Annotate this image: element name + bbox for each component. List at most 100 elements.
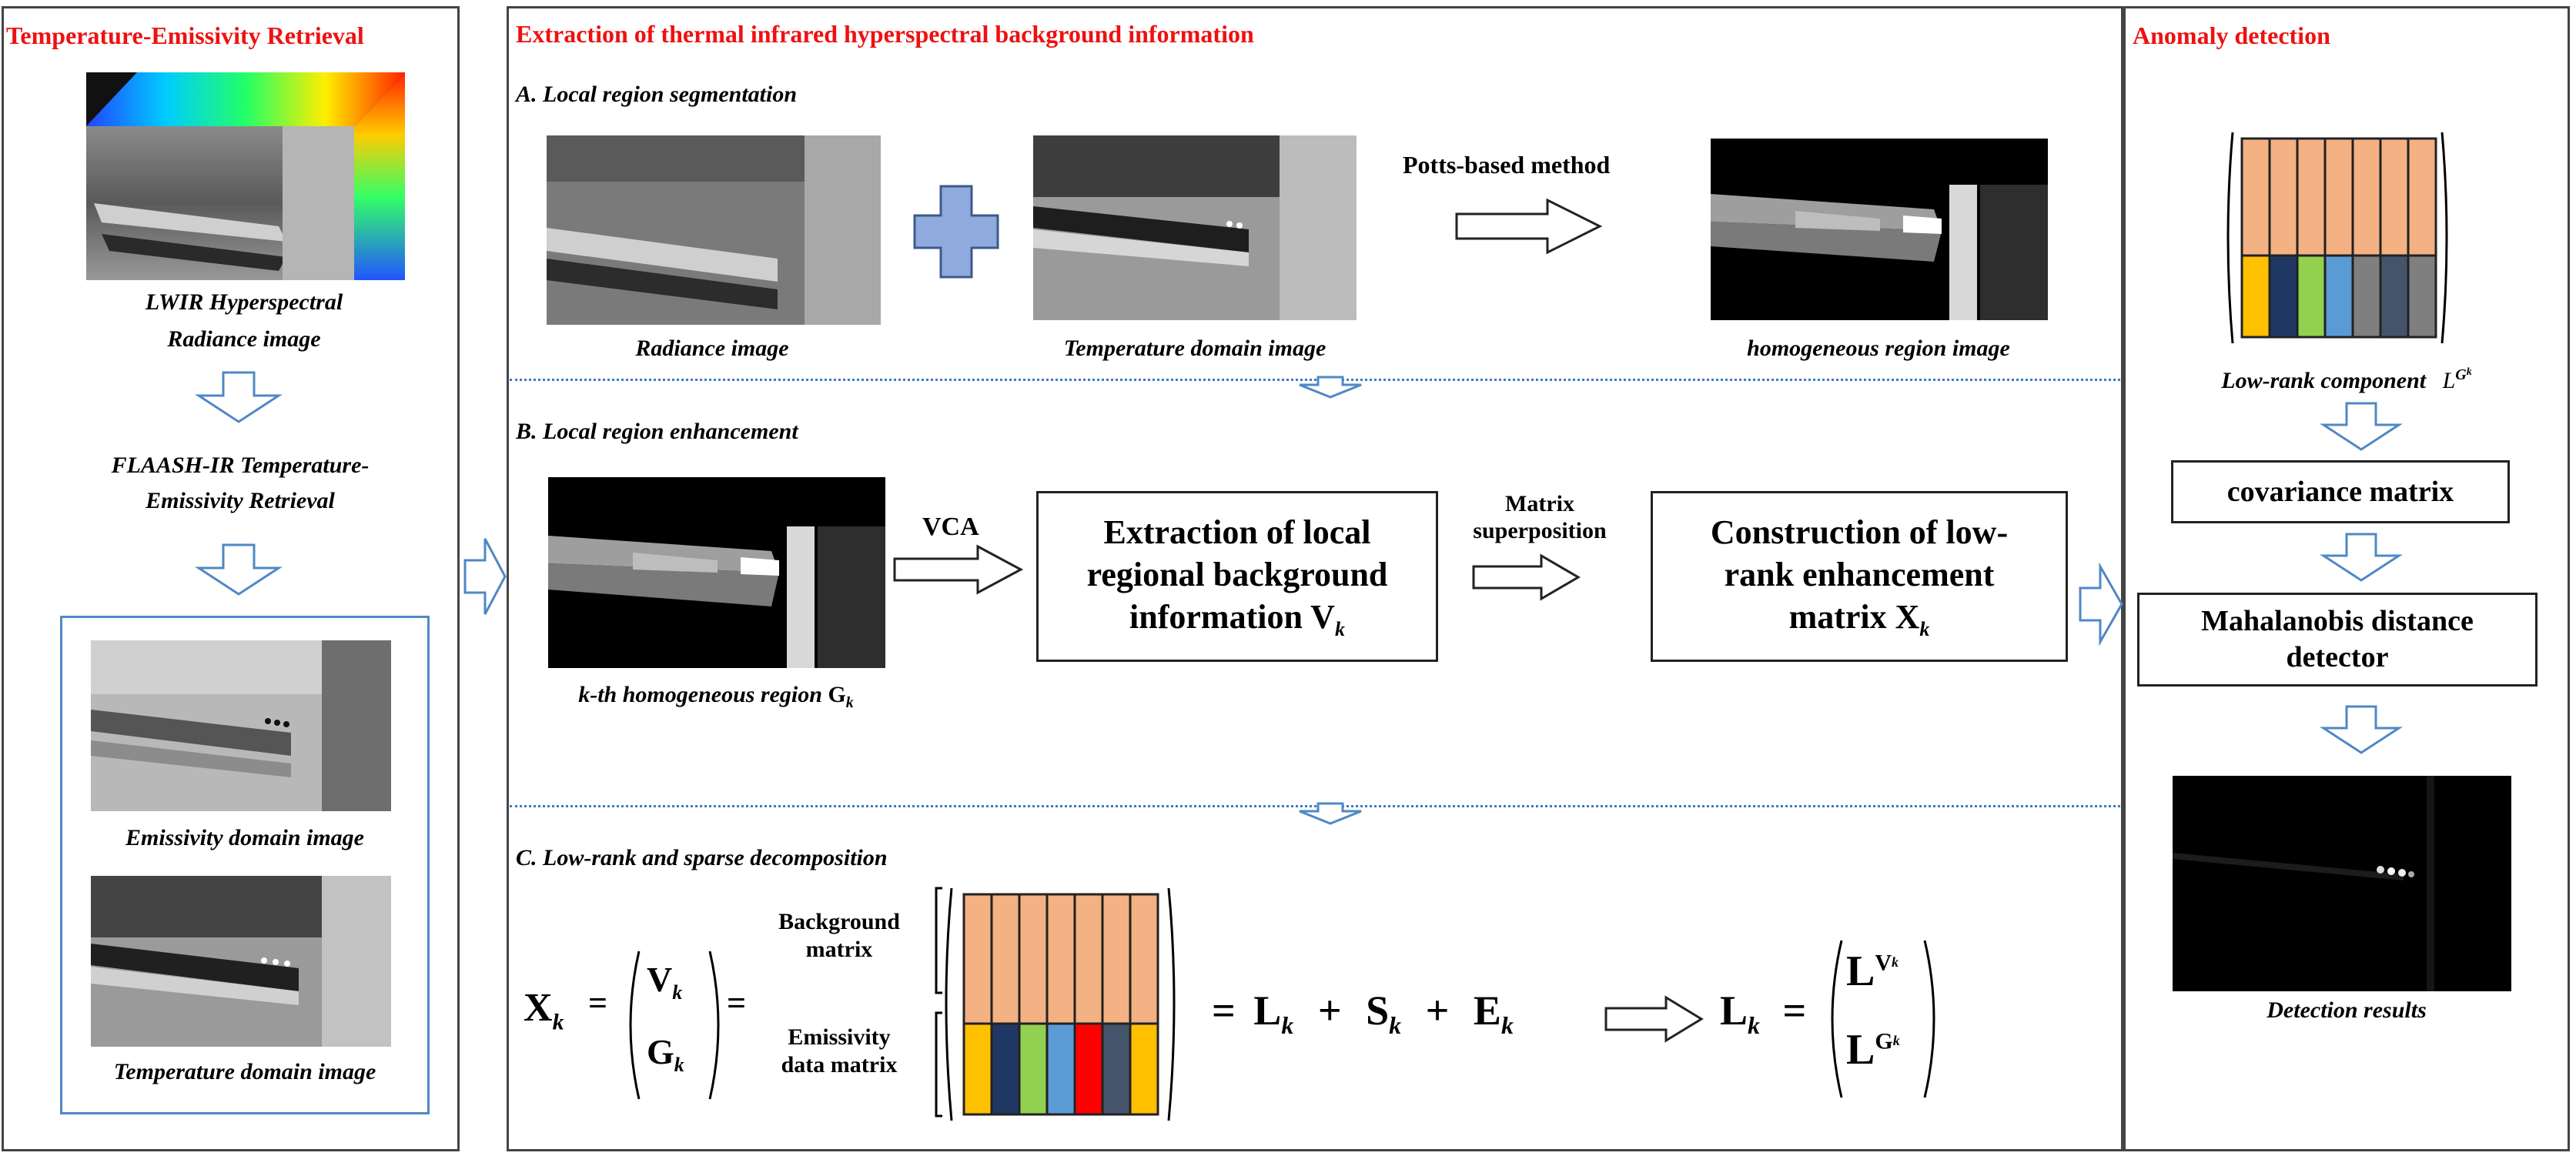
temperature-caption-a: Temperature domain image bbox=[1063, 336, 1326, 361]
l-v-letter: L bbox=[1846, 947, 1875, 995]
construct-lowrank-box: Construction of low- rank enhancement ma… bbox=[1651, 491, 2068, 662]
background-matrix-label: Background matrix bbox=[754, 908, 924, 964]
retrieval-results-box bbox=[60, 616, 430, 1114]
e-symbol-sub: k bbox=[1500, 1011, 1514, 1039]
x-symbol-sub: k bbox=[552, 1009, 564, 1035]
right-arrow-icon bbox=[893, 544, 1024, 595]
e-symbol: E bbox=[1473, 987, 1501, 1034]
extract-background-box: Extraction of local regional background … bbox=[1036, 491, 1438, 662]
g-symbol-sub: k bbox=[674, 1054, 684, 1077]
l-result-symbol: Lk = bbox=[1720, 987, 1806, 1040]
extract-line2: regional background bbox=[1086, 555, 1388, 593]
section-divider-ab bbox=[510, 379, 2120, 381]
x-symbol: Xk bbox=[524, 985, 564, 1035]
v-symbol: Vk bbox=[647, 959, 682, 1004]
cube-caption-line1: LWIR Hyperspectral bbox=[145, 289, 343, 315]
equals-sign-3: = bbox=[1212, 987, 1236, 1034]
temperature-domain-image-a bbox=[1033, 135, 1357, 320]
potts-method-label: Potts-based method bbox=[1403, 151, 1611, 179]
right-arrow-icon bbox=[1604, 995, 1704, 1043]
matrix-label-line1: Matrix bbox=[1505, 491, 1574, 516]
section-divider-bc bbox=[510, 805, 2120, 807]
v-symbol-letter: V bbox=[647, 960, 673, 999]
down-arrow-icon bbox=[1299, 376, 1362, 399]
construct-line1: Construction of low- bbox=[1710, 513, 2009, 551]
construct-line2: rank enhancement bbox=[1724, 555, 1995, 593]
right-arrow-icon bbox=[1455, 198, 1603, 255]
kth-region-caption: k-th homogeneous region Gk bbox=[531, 682, 901, 712]
l-v-sup-sub: k bbox=[1892, 954, 1899, 971]
background-label-line1: Background bbox=[778, 909, 900, 934]
l-g-sup: G bbox=[1875, 1028, 1893, 1054]
down-arrow-icon bbox=[2319, 533, 2404, 582]
vg-vector-brackets bbox=[629, 951, 720, 1100]
lowrank-symbol-sup-sub: k bbox=[2466, 366, 2472, 378]
section-c-title: C. Low-rank and sparse decomposition bbox=[516, 845, 888, 870]
temperature-caption: Temperature domain image bbox=[113, 1059, 376, 1084]
construct-symbol-sub: k bbox=[1919, 617, 1930, 640]
down-arrow-icon bbox=[194, 371, 283, 423]
l-symbol-sub: k bbox=[1281, 1011, 1294, 1039]
kth-region-caption-text: k-th homogeneous region bbox=[578, 682, 822, 707]
l-result-letter: L bbox=[1720, 987, 1748, 1034]
kth-region-sub: k bbox=[845, 694, 854, 711]
extract-line1: Extraction of local bbox=[1103, 513, 1371, 551]
matrix-label-line2: superposition bbox=[1473, 517, 1607, 543]
covariance-label: covariance matrix bbox=[2226, 476, 2454, 508]
mahalanobis-line2: detector bbox=[2286, 641, 2389, 673]
background-label-line2: matrix bbox=[805, 937, 873, 962]
construct-line3: matrix Xk bbox=[1711, 596, 2008, 642]
cube-caption-line2: Radiance image bbox=[167, 326, 321, 352]
radiance-image bbox=[547, 135, 881, 325]
decomposition-equation: = Lk + Sk + Ek bbox=[1212, 987, 1514, 1040]
lowrank-caption: Low-rank component LGk bbox=[2131, 366, 2562, 397]
vca-label: VCA bbox=[922, 513, 979, 541]
flaash-step-line2: Emissivity Retrieval bbox=[146, 488, 335, 513]
s-symbol: S bbox=[1366, 987, 1390, 1034]
lowrank-component-matrix bbox=[2226, 132, 2448, 344]
homogeneous-region-image bbox=[1711, 139, 2048, 320]
equals-sign-4: = bbox=[1782, 987, 1807, 1034]
plus-sign-1: + bbox=[1317, 987, 1342, 1034]
right-panel-title: Anomaly detection bbox=[2133, 22, 2330, 49]
lowrank-enhancement-matrix bbox=[935, 887, 1176, 1121]
radiance-caption: Radiance image bbox=[635, 336, 789, 361]
down-arrow-icon bbox=[2319, 705, 2404, 754]
plus-icon bbox=[913, 185, 999, 279]
emissivity-label-line1: Emissivity bbox=[788, 1024, 891, 1050]
g-symbol: Gk bbox=[647, 1031, 684, 1077]
extract-line3: information Vk bbox=[1087, 596, 1388, 642]
right-arrow-icon bbox=[1472, 553, 1581, 601]
temperature-domain-image bbox=[91, 876, 391, 1047]
detection-results-image bbox=[2173, 776, 2511, 991]
l-v-component: LVk bbox=[1846, 947, 1899, 998]
section-b-title: B. Local region enhancement bbox=[516, 419, 798, 444]
flaash-step-line1: FLAASH-IR Temperature- bbox=[111, 453, 370, 478]
region-k-label: k bbox=[698, 610, 710, 637]
plus-sign-2: + bbox=[1425, 987, 1450, 1034]
l-g-sup-sub: k bbox=[1892, 1033, 1900, 1049]
detection-caption: Detection results bbox=[2267, 997, 2427, 1023]
hyperspectral-cube-image bbox=[86, 72, 405, 280]
construct-symbol: X bbox=[1895, 597, 1920, 636]
section-a-title: A. Local region segmentation bbox=[516, 82, 798, 107]
equals-sign-2: = bbox=[727, 984, 747, 1022]
l-symbol: L bbox=[1253, 987, 1282, 1034]
l-result-sub: k bbox=[1748, 1011, 1761, 1039]
homogeneous-caption: homogeneous region image bbox=[1747, 336, 2010, 361]
kth-region-symbol: G bbox=[828, 682, 846, 707]
v-symbol-sub: k bbox=[672, 981, 683, 1004]
kth-homogeneous-region-image bbox=[548, 477, 885, 668]
s-symbol-sub: k bbox=[1389, 1011, 1402, 1039]
emissivity-matrix-label: Emissivity data matrix bbox=[754, 1024, 924, 1079]
mahalanobis-detector-box: Mahalanobis distance detector bbox=[2137, 593, 2538, 687]
x-symbol-letter: X bbox=[524, 986, 553, 1030]
down-arrow-icon bbox=[2319, 402, 2404, 451]
emissivity-label-line2: data matrix bbox=[781, 1052, 898, 1077]
matrix-superposition-label: Matrix superposition bbox=[1463, 491, 1617, 544]
lowrank-symbol-sup: G bbox=[2455, 366, 2467, 383]
extract-symbol-sub: k bbox=[1334, 617, 1345, 640]
emissivity-caption: Emissivity domain image bbox=[125, 825, 364, 850]
down-arrow-icon bbox=[194, 543, 283, 596]
equals-sign-1: = bbox=[588, 984, 608, 1022]
